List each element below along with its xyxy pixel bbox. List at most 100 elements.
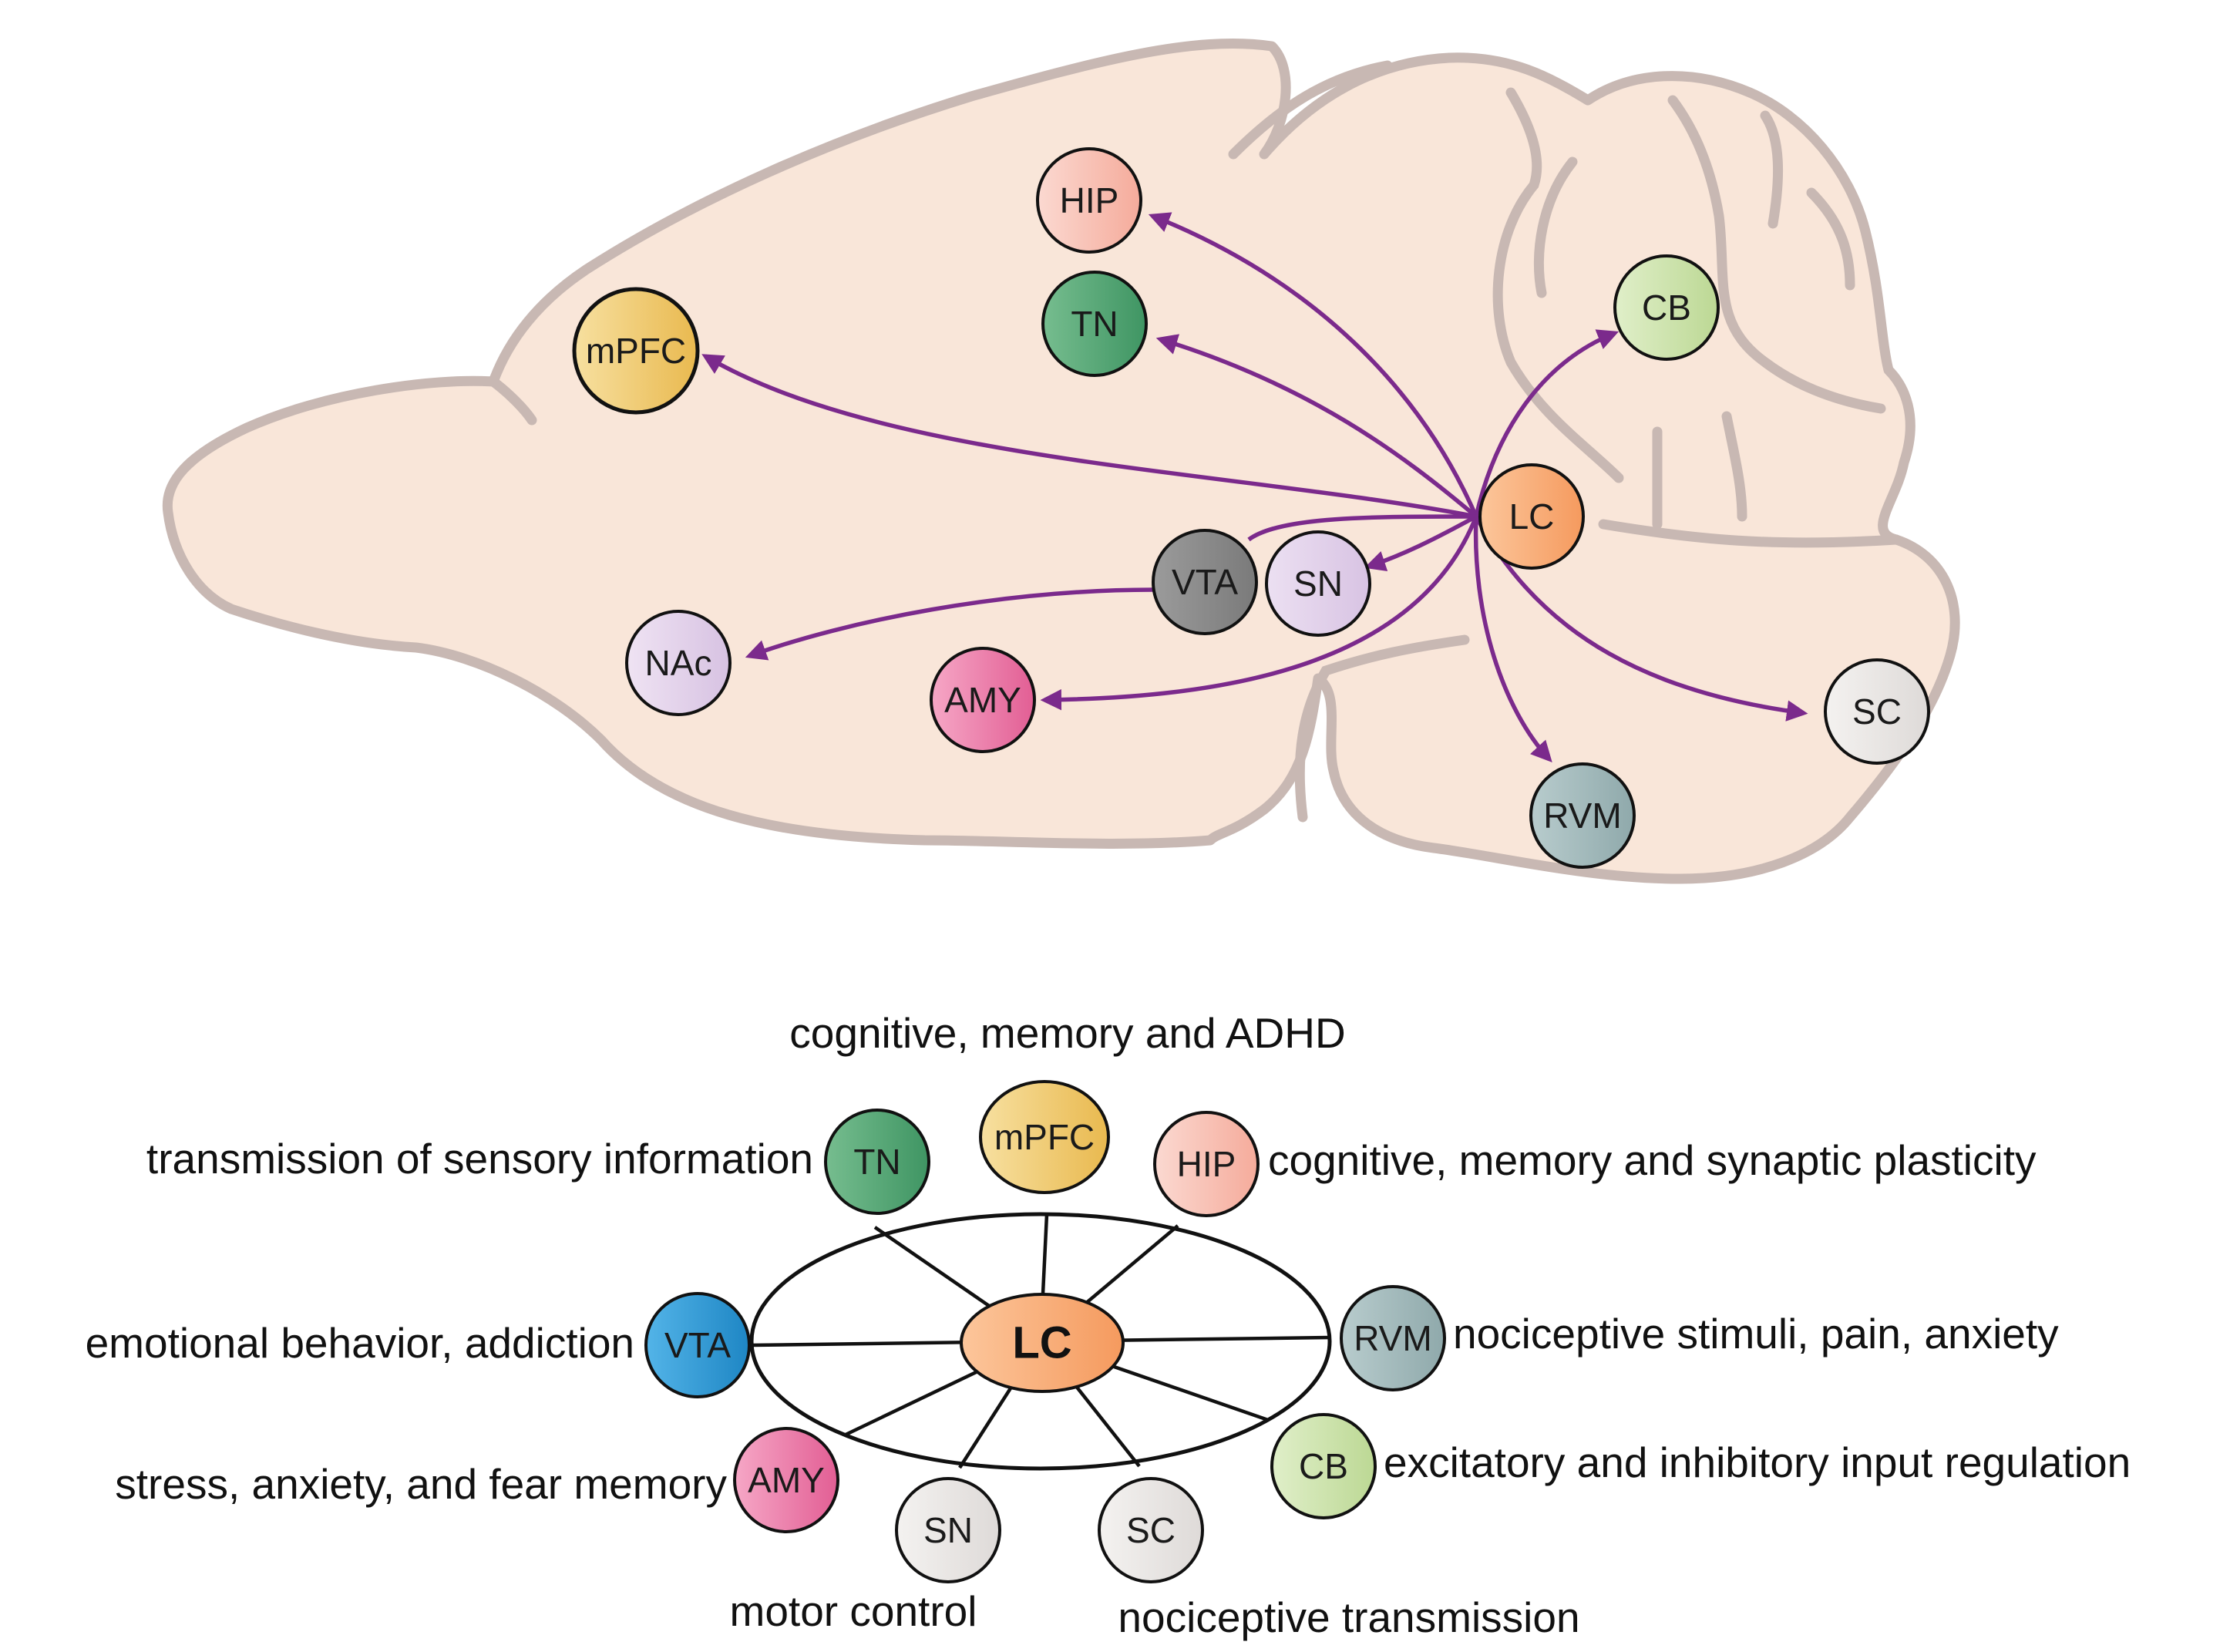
cortex-boundary-fold xyxy=(1228,60,1393,160)
projection-arrows xyxy=(701,212,1808,763)
hub-node-vta-circle xyxy=(644,1292,751,1398)
arrow-lc-to-tn xyxy=(1155,334,1478,519)
hub-node-cb: CB xyxy=(1270,1413,1377,1519)
node-cb-circle xyxy=(1613,254,1720,361)
hub-node-tn-label: TN xyxy=(853,1142,900,1182)
node-amy-top: AMY xyxy=(930,647,1036,753)
arrow-lc-to-mpfc xyxy=(701,354,1477,519)
cerebellum-fold-3 xyxy=(1760,110,1784,229)
node-hip-circle xyxy=(1036,147,1142,254)
node-vta-top: VTA xyxy=(1152,529,1258,635)
hub-node-cb-circle xyxy=(1270,1413,1377,1519)
fn-label-sn: motor control xyxy=(730,1587,977,1635)
hub-node-mpfc: mPFC xyxy=(979,1080,1110,1194)
cerebellum-fold-1 xyxy=(1533,156,1578,298)
node-hip-top: HIP xyxy=(1036,147,1142,254)
cerebellum-fold-6 xyxy=(1721,411,1747,522)
hub-node-sn-circle xyxy=(895,1477,1001,1583)
arrow-lc-to-sn xyxy=(1364,514,1478,572)
hub-node-hip: HIP xyxy=(1153,1111,1260,1217)
brainstem-fold xyxy=(1598,519,1902,548)
node-mpfc-circle xyxy=(572,287,700,415)
node-lc-label: LC xyxy=(1509,496,1555,537)
node-cb-top: CB xyxy=(1613,254,1720,361)
fn-label-mpfc: cognitive, memory and ADHD xyxy=(789,1009,1345,1057)
node-nac-top: NAc xyxy=(625,610,732,716)
fn-label-hip: cognitive, memory and synaptic plasticit… xyxy=(1268,1136,2037,1184)
hub-node-sc-label: SC xyxy=(1126,1510,1176,1550)
node-sc-top: SC xyxy=(1824,658,1930,765)
node-sc-label: SC xyxy=(1852,691,1902,732)
node-lc-top: LC xyxy=(1478,463,1585,570)
midbrain-fold xyxy=(1294,634,1470,823)
node-amy-circle xyxy=(930,647,1036,753)
arrow-lc-to-sc xyxy=(1474,515,1808,722)
node-rvm-label: RVM xyxy=(1543,796,1621,836)
hub-node-hip-label: HIP xyxy=(1177,1144,1236,1184)
fn-label-amy: stress, anxiety, and fear memory xyxy=(115,1460,727,1508)
hub-node-vta-label: VTA xyxy=(664,1325,731,1365)
node-rvm-circle xyxy=(1529,762,1636,869)
hub-node-amy-label: AMY xyxy=(748,1460,825,1500)
node-mpfc-top: mPFC xyxy=(572,287,700,415)
hub-node-cb-label: CB xyxy=(1299,1446,1348,1486)
hub-node-hip-circle xyxy=(1153,1111,1260,1217)
node-tn-top: TN xyxy=(1041,271,1148,377)
node-sn-top: SN xyxy=(1265,530,1371,637)
hub-node-amy: AMY xyxy=(733,1427,839,1533)
node-sn-label: SN xyxy=(1293,564,1343,604)
hub-node-mpfc-circle xyxy=(979,1080,1110,1194)
hub-lc-label: LC xyxy=(1012,1318,1071,1368)
hub-node-rvm-circle xyxy=(1340,1285,1446,1391)
hub-node-rvm: RVM xyxy=(1340,1285,1446,1391)
olfactory-fold xyxy=(488,376,537,426)
arrow-lc-to-cb xyxy=(1474,329,1620,517)
hub-node-rvm-label: RVM xyxy=(1354,1318,1431,1358)
node-nac-circle xyxy=(625,610,732,716)
hub-ellipse xyxy=(749,1212,1332,1471)
node-vta-label: VTA xyxy=(1172,562,1238,602)
hub-node-amy-circle xyxy=(733,1427,839,1533)
fn-label-tn: transmission of sensory information xyxy=(146,1135,813,1183)
cerebellum-outer-fold xyxy=(1492,87,1624,483)
node-hip-label: HIP xyxy=(1060,180,1119,220)
node-mpfc-label: mPFC xyxy=(586,331,686,371)
node-rvm-top: RVM xyxy=(1529,762,1636,869)
hub-node-sn: SN xyxy=(895,1477,1001,1583)
node-amy-label: AMY xyxy=(944,680,1021,720)
arrow-lc-to-vta-segment xyxy=(1247,514,1477,542)
hub-node-tn: TN xyxy=(824,1109,930,1215)
node-sn-circle xyxy=(1265,530,1371,637)
arrow-vta-to-nac xyxy=(745,587,1155,661)
hub-node-tn-circle xyxy=(824,1109,930,1215)
fn-label-sc: nociceptive transmission xyxy=(1118,1593,1579,1641)
node-sc-circle xyxy=(1824,658,1930,765)
hub-node-sc-circle xyxy=(1098,1477,1204,1583)
node-tn-label: TN xyxy=(1071,304,1118,344)
node-vta-circle xyxy=(1152,529,1258,635)
brain-silhouette xyxy=(162,39,1960,884)
hub-node-vta: VTA xyxy=(644,1292,751,1398)
arrow-lc-to-amy xyxy=(1040,515,1478,711)
hub-center-lc: LC xyxy=(960,1293,1125,1393)
arrow-lc-to-rvm xyxy=(1473,516,1552,763)
top-nodes: HIP TN mPFC CB LC VTA SN NAc xyxy=(572,147,1930,869)
node-nac-label: NAc xyxy=(645,643,712,683)
node-lc-circle xyxy=(1478,463,1585,570)
arrow-lc-to-hip xyxy=(1148,212,1478,518)
fn-label-cb: excitatory and inhibitory input regulati… xyxy=(1384,1438,2131,1486)
function-hub-diagram: LC TN mPFC HIP RVM CB SC SN xyxy=(86,1009,2131,1641)
cerebellum-fold-4 xyxy=(1806,187,1855,291)
function-labels: cognitive, memory and ADHD transmission … xyxy=(86,1009,2131,1641)
hub-lc-ellipse xyxy=(960,1293,1125,1393)
hub-node-mpfc-label: mPFC xyxy=(994,1117,1095,1157)
fn-label-rvm: nociceptive stimuli, pain, anxiety xyxy=(1453,1310,2059,1358)
node-cb-label: CB xyxy=(1642,288,1691,328)
hub-node-sc: SC xyxy=(1098,1477,1204,1583)
node-tn-circle xyxy=(1041,271,1148,377)
fn-label-vta: emotional behavior, addiction xyxy=(86,1319,634,1367)
cerebellum-fold-2 xyxy=(1667,95,1886,414)
hub-node-sn-label: SN xyxy=(923,1510,973,1550)
